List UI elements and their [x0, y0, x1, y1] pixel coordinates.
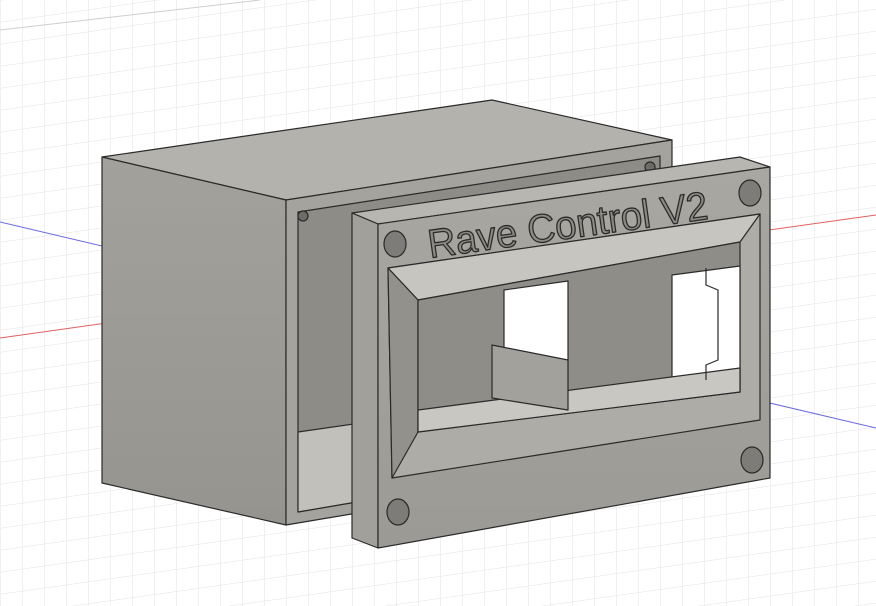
frame-left-face: [351, 212, 379, 549]
connector-notch: [705, 268, 719, 380]
mounting-holes: [383, 179, 764, 526]
screw-hole-icon: [386, 498, 410, 526]
inner-ledge: [491, 344, 569, 411]
window-cutout-display: [503, 280, 569, 361]
inner-wall-floor: [417, 367, 741, 433]
screw-hole-icon: [383, 230, 407, 258]
box-screw-hole-icon: [297, 210, 309, 222]
front-frame[interactable]: Rave Control V2: [351, 156, 771, 549]
box-left-face: [101, 156, 287, 526]
screw-hole-icon: [738, 179, 762, 207]
screw-hole-icon: [740, 446, 764, 474]
